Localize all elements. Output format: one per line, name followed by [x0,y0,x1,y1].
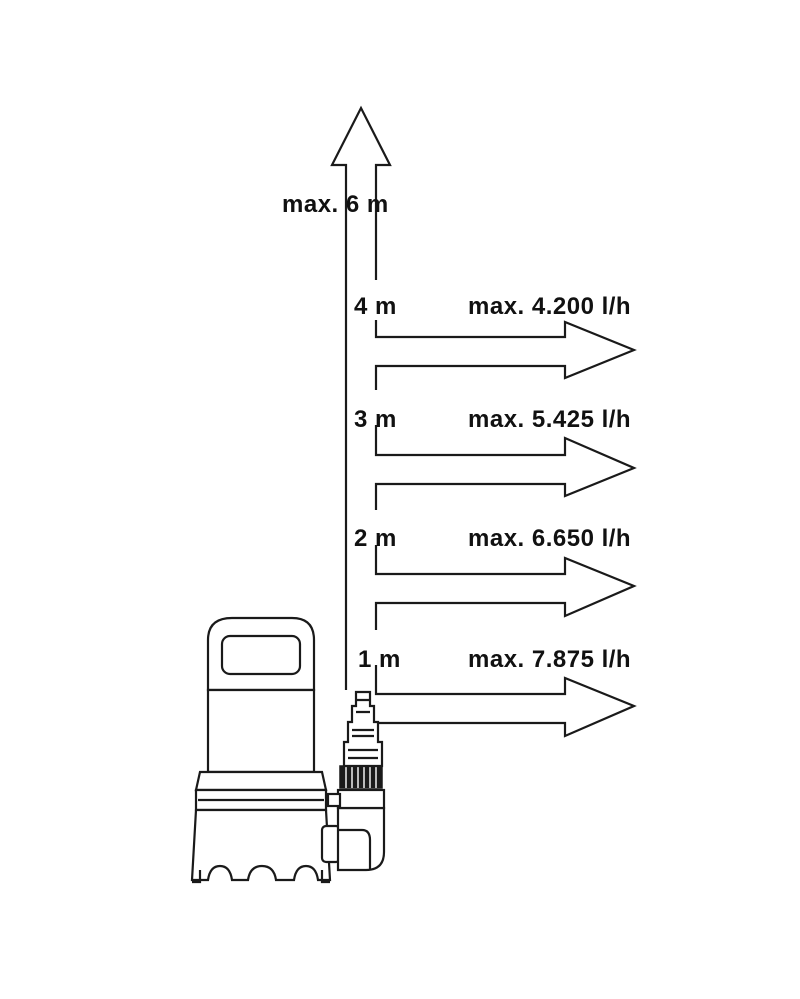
height-label-3m: 3 m [354,406,397,433]
height-label-1m: 1 m [358,646,401,673]
flow-label-2m: max. 6.650 l/h [468,525,631,552]
flow-arrow-3m [374,425,637,510]
flow-arrow-1m [374,665,637,738]
flow-label-4m: max. 4.200 l/h [468,293,631,320]
max-height-label: max. 6 m [282,191,389,218]
flow-label-3m: max. 5.425 l/h [468,406,631,433]
height-label-4m: 4 m [354,293,397,320]
height-label-2m: 2 m [354,525,397,552]
submersible-pump-icon [190,616,386,884]
vertical-head-arrow [330,105,392,690]
flow-arrow-2m [374,545,637,630]
flow-arrow-4m [374,320,637,390]
flow-label-1m: max. 7.875 l/h [468,646,631,673]
